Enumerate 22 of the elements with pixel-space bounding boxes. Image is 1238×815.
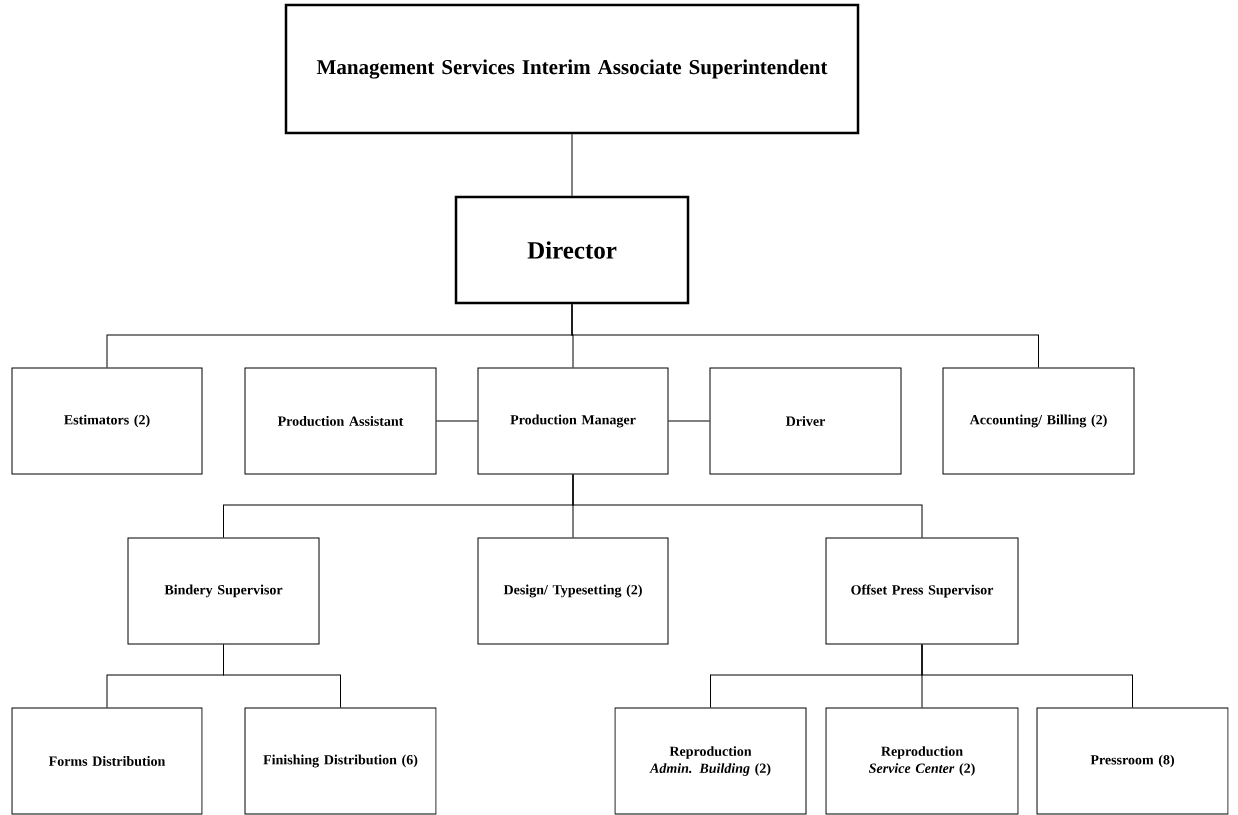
role-box: Reproduction Admin. Building (2) bbox=[614, 707, 807, 815]
role-box: Driver bbox=[709, 367, 902, 475]
connector-line bbox=[436, 420, 478, 422]
connector-line bbox=[668, 420, 710, 422]
role-box: Forms Distribution bbox=[11, 707, 203, 815]
connector-line bbox=[223, 644, 341, 708]
role-box: Reproduction Service Center (2) bbox=[825, 707, 1019, 815]
role-box: Production Manager bbox=[477, 367, 669, 475]
connector-line bbox=[571, 133, 573, 197]
role-box: Pressroom (8) bbox=[1036, 707, 1229, 815]
role-box: Production Assistant bbox=[244, 367, 437, 475]
connector-line bbox=[921, 644, 1133, 708]
role-box: Estimators (2) bbox=[11, 367, 203, 475]
role-box: Accounting/ Billing (2) bbox=[942, 367, 1135, 475]
director-box: Director bbox=[454, 195, 690, 305]
role-box: Design/ Typesetting (2) bbox=[477, 537, 669, 645]
title-box: Management Services Interim Associate Superintendent bbox=[284, 3, 860, 135]
connector-line bbox=[572, 474, 923, 538]
role-box: Finishing Distribution (6) bbox=[244, 707, 437, 815]
role-box: Offset Press Supervisor bbox=[825, 537, 1019, 645]
role-box: Bindery Supervisor bbox=[127, 537, 320, 645]
connector-line bbox=[571, 303, 1039, 368]
